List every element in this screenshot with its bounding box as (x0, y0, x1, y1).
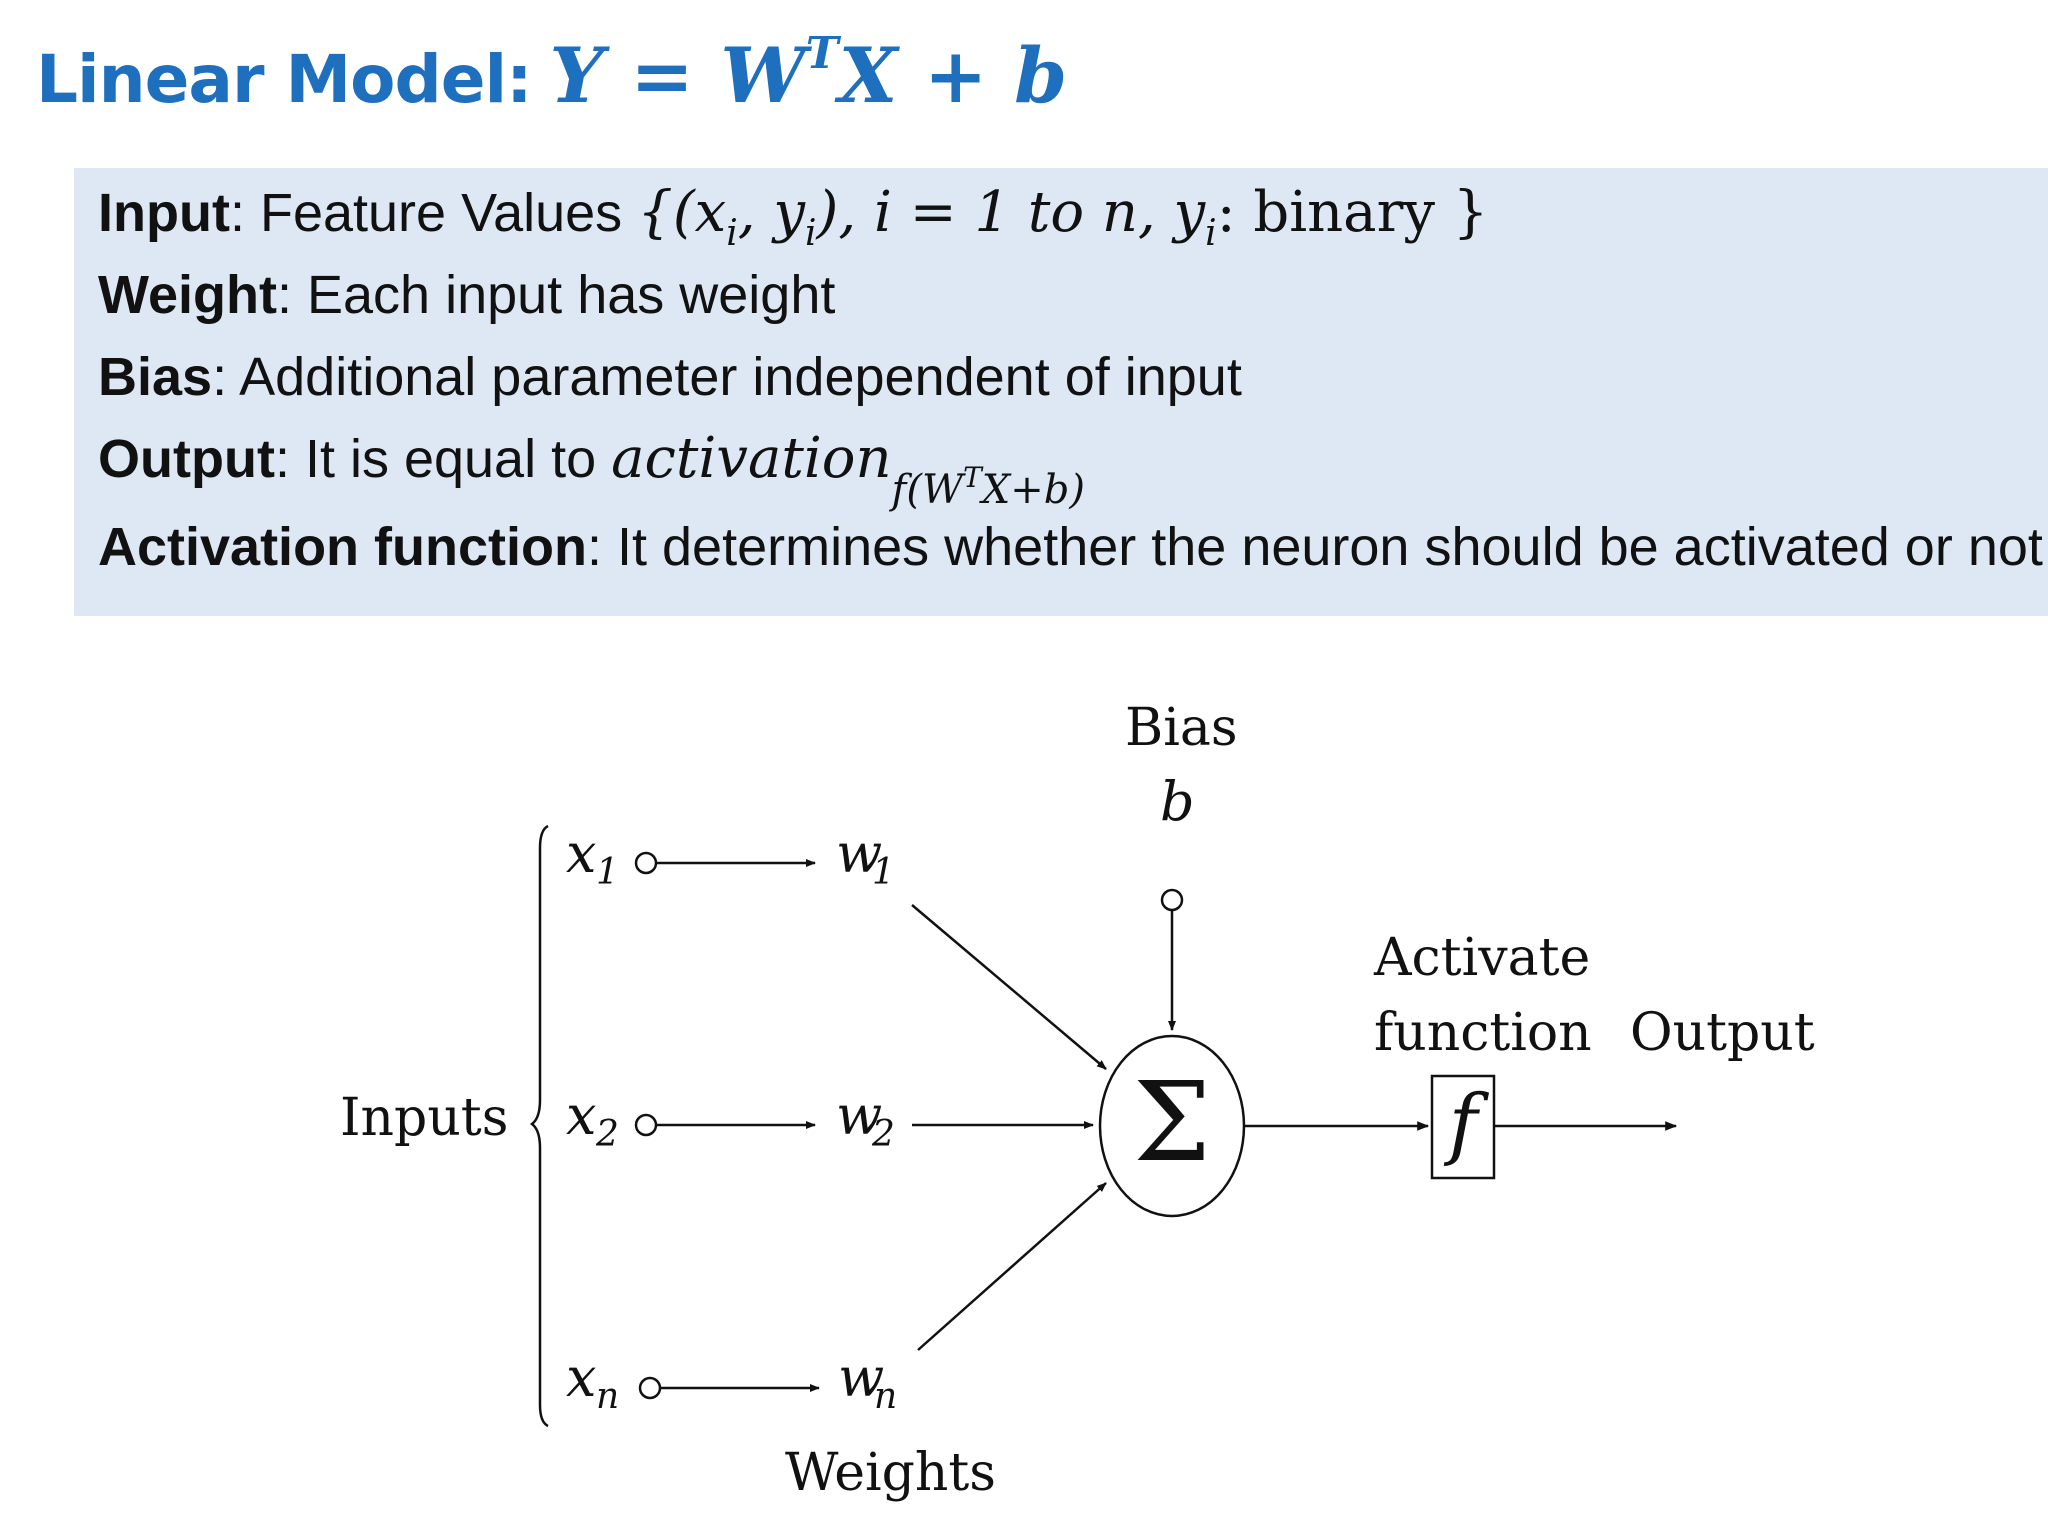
input-sep: : (229, 183, 245, 243)
input-math-mid2: ), i = 1 to n, y (816, 180, 1206, 245)
output-text: It is equal to (289, 429, 612, 489)
weight-sub-1: 1 (872, 852, 895, 893)
input-port-2 (634, 1113, 658, 1137)
input-port-1 (634, 851, 658, 875)
input-math-sub-1: i (726, 213, 738, 254)
input-port-n (638, 1376, 662, 1400)
bias-sep: : (212, 347, 228, 407)
input-sub-2: 2 (595, 1114, 619, 1155)
weight-sub-2: 2 (871, 1114, 895, 1155)
input-node-n: x n w n (566, 1346, 897, 1417)
weight-var-n: w (838, 1346, 884, 1409)
output-math: activation (611, 426, 892, 491)
weight-sub-n: n (874, 1376, 897, 1417)
input-math-sub-3: i (1205, 213, 1217, 254)
input-label: Input (98, 183, 230, 243)
bias-definition: Bias: Additional parameter independent o… (98, 350, 2048, 406)
input-var-n: x (566, 1346, 596, 1409)
output-diagram-label: Output (1630, 1003, 1815, 1063)
inputs-label: Inputs (340, 1088, 508, 1148)
inputs-brace (529, 824, 549, 1428)
input-math-mid: , y (737, 180, 806, 245)
title-equation: Y = WTX + b (550, 28, 1068, 120)
activation-box (1430, 1074, 1496, 1180)
output-sep: : (274, 429, 290, 489)
activation-label: Activation function (98, 517, 587, 577)
output-sub-sup: T (963, 461, 982, 494)
title-label: Linear Model: (36, 41, 533, 118)
bias-port (1160, 888, 1184, 912)
input-sub-n: n (596, 1376, 619, 1417)
input-definition: Input: Feature Values {(xi, yi), i = 1 t… (98, 183, 2048, 255)
activation-text: It determines whether the neuron should … (602, 517, 2043, 577)
page-title: Linear Model: Y = WTX + b (36, 28, 1067, 138)
output-subscript: f(WTX+b) (891, 461, 1085, 513)
sum-icon: Σ (1133, 1058, 1211, 1186)
activation-sep: : (586, 517, 602, 577)
weight-var-2: w (836, 1084, 882, 1147)
input-var-1: x (566, 822, 596, 885)
input-text: Feature Values (244, 183, 638, 243)
input-math-open: {(x (637, 180, 727, 245)
title-eq-right: X + b (838, 31, 1068, 120)
weight-sep: : (276, 265, 292, 325)
activate-label-line1: Activate (1373, 928, 1590, 988)
definitions-box: Input: Feature Values {(xi, yi), i = 1 t… (74, 168, 2048, 616)
activation-definition: Activation function: It determines wheth… (98, 520, 2048, 576)
bias-diagram-label: Bias (1125, 698, 1238, 758)
activate-label-line2: function (1374, 1003, 1592, 1063)
output-label: Output (98, 429, 275, 489)
weight-arrow-1 (911, 904, 1107, 1070)
weight-arrow-n (917, 1182, 1107, 1351)
weights-label: Weights (785, 1443, 996, 1503)
output-sub-f: f(W (891, 467, 964, 513)
input-node-2: x 2 w 2 (566, 1084, 895, 1155)
output-definition: Output: It is equal to activationf(WTX+b… (98, 429, 2048, 514)
weight-definition: Weight: Each input has weight (98, 268, 2048, 324)
input-math-tail: : binary } (1216, 180, 1489, 245)
title-eq-sup: T (805, 28, 839, 79)
bias-label: Bias (98, 347, 213, 407)
input-math: {(xi, yi), i = 1 to n, yi: binary } (637, 180, 1489, 255)
input-math-sub-2: i (805, 213, 817, 254)
bias-text: Additional parameter independent of inpu… (227, 347, 1242, 407)
input-var-2: x (566, 1084, 596, 1147)
weight-text: Each input has weight (292, 265, 836, 325)
input-sub-1: 1 (596, 852, 619, 893)
title-eq-left: Y = W (549, 31, 806, 120)
output-sub-rest: X+b) (981, 467, 1085, 513)
input-node-1: x 1 w 1 (566, 822, 895, 893)
bias-symbol: b (1160, 770, 1195, 833)
weight-label: Weight (98, 265, 277, 325)
weight-var-1: w (836, 822, 882, 885)
